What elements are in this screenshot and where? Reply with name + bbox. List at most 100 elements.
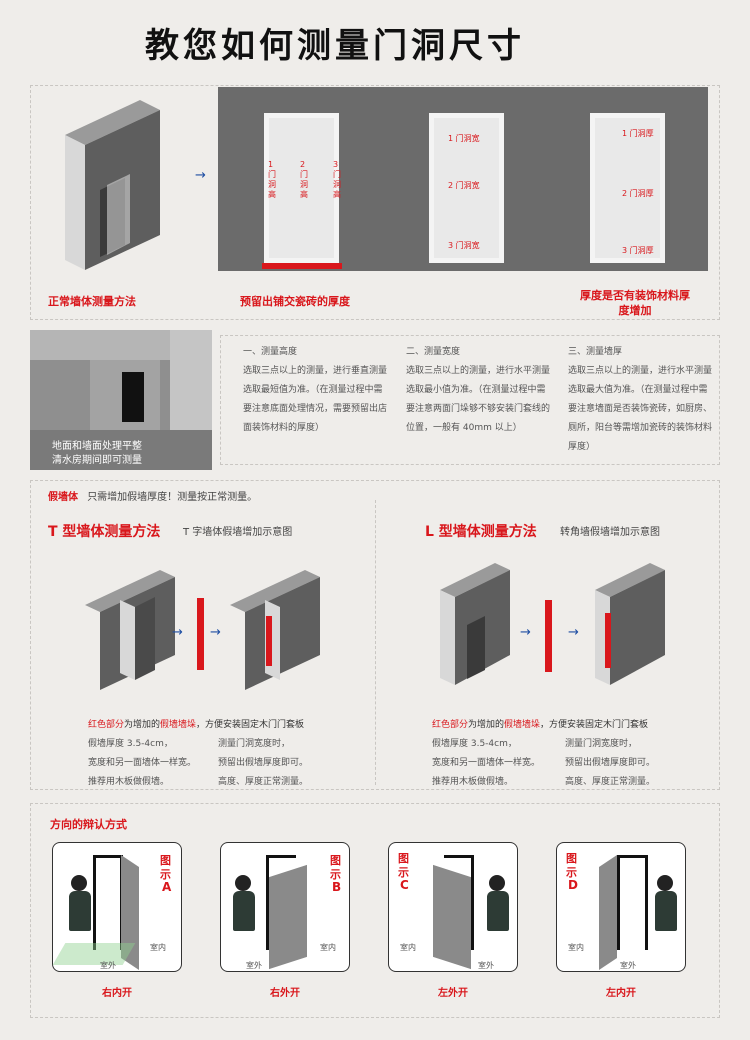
card-d-outdoor: 室外 [620,961,636,970]
t-note-red2: 假墙墙垛 [160,720,197,730]
card-b-letter: B [332,880,342,894]
arrow-icon: → [568,625,579,640]
card-a-indoor: 室内 [150,943,166,952]
card-b-outdoor: 室外 [246,961,262,970]
door-card-b [220,842,350,972]
l-wall-col1: 假墙厚度 3.5-4cm， 宽度和另一面墙体一样宽。 推荐用木板做假墙。 [432,735,540,792]
arrow-icon: → [210,625,221,640]
step-thickness-heading: 三、测量墙厚 [568,347,623,357]
width-mark-2: 2 门洞宽 [448,181,480,190]
card-c-tag1: 图 [398,852,409,865]
step-width-line: 选取最小值为准。（在测量过程中需 [406,385,546,395]
card-a-letter: A [162,880,172,894]
card-b-indoor: 室内 [320,943,336,952]
t-wall-illustration [85,570,320,690]
card-c-tag2: 示 [398,866,409,879]
panel-thickness [546,87,708,271]
width-mark-3: 3 门洞宽 [448,241,480,250]
fake-wall-note: 只需增加假墙厚度！测量按正常测量。 [87,492,258,503]
arrow-icon: → [172,625,183,640]
l-col2-line: 高度、厚度正常测量。 [565,777,656,787]
step-height-line: 面装饰材料的厚度） [243,423,325,433]
l-note-end: ，方便安装固定木门门套板 [540,720,649,730]
l-wall-col2: 测量门洞宽度时， 预留出假墙厚度即可。 高度、厚度正常测量。 [565,735,655,792]
page-title: 教您如何测量门洞尺寸 [145,26,525,66]
arrow-icon: → [520,625,531,640]
fake-wall-header: 假墙体 只需增加假墙厚度！测量按正常测量。 [48,488,257,503]
height-mark-1: 1 门洞高 [268,160,276,199]
direction-title: 方向的辩认方式 [50,818,127,831]
t-wall-note: 红色部分为增加的假墙墙垛，方便安装固定木门门套板 [88,717,304,730]
card-c-letter: C [400,878,409,892]
thick-mark-3: 3 门洞厚 [622,246,654,255]
card-c-outdoor: 室外 [478,961,494,970]
l-wall-illustration [440,563,665,685]
door-card-c [388,842,518,972]
t-wall-col2: 测量门洞宽度时， 预留出假墙厚度即可。 高度、厚度正常测量。 [218,735,308,792]
steps-box [220,335,720,465]
card-d-tag2: 示 [566,866,577,879]
l-note-red2: 假墙墙垛 [504,720,541,730]
l-col2-line: 测量门洞宽度时， [565,739,638,749]
step-thickness-line: 选取三点以上的测量，进行水平测量 [568,366,713,376]
height-mark-3: 3 门洞高 [333,160,341,199]
door-card-a [52,842,182,972]
card-a-tag2: 示 [160,868,171,881]
l-wall-subtitle: 转角墙假墙增加示意图 [560,527,660,538]
room-caption-1: 地面和墙面处理平整 [52,441,142,452]
label-normal-wall: 正常墙体测量方法 [48,295,136,308]
card-a-outdoor: 室外 [100,961,116,970]
card-d-tag1: 图 [566,852,577,865]
l-col1-line: 假墙厚度 3.5-4cm， [432,739,517,749]
card-c-indoor: 室内 [400,943,416,952]
step-width-line: 选取三点以上的测量，进行水平测量 [406,366,551,376]
width-mark-1: 1 门洞宽 [448,134,480,143]
step-width: 二、测量宽度 选取三点以上的测量，进行水平测量 选取最小值为准。（在测量过程中需… [406,343,554,438]
step-height-line: 选取最短值为准。（在测量过程中需 [243,385,383,395]
thick-mark-2: 2 门洞厚 [622,189,654,198]
card-c-caption: 左外开 [438,988,468,999]
step-height-line: 要注意底面处理情况，需要预留出店 [243,404,388,414]
t-col1-line: 推荐用木板做假墙。 [88,777,170,787]
panel-height [218,87,383,271]
room-caption-2: 清水房期间即可测量 [52,455,142,466]
card-a-caption: 右内开 [102,988,132,999]
t-note-end: ，方便安装固定木门门套板 [196,720,305,730]
step-width-heading: 二、测量宽度 [406,347,461,357]
l-note-mid: 为增加的 [468,720,505,730]
step-height: 一、测量高度 选取三点以上的测量，进行垂直测量 选取最短值为准。（在测量过程中需… [243,343,391,438]
panel-width [383,87,546,271]
step-thickness-line: 要注意墙面是否装饰瓷砖，如厨房、 [568,404,713,414]
step-width-line: 位置，一般有 40mm 以上） [406,423,522,433]
thick-mark-1: 1 门洞厚 [622,129,654,138]
l-col2-line: 预留出假墙厚度即可。 [565,758,656,768]
l-col1-line: 宽度和另一面墙体一样宽。 [432,758,541,768]
direction-section [30,803,720,1018]
step-thickness-line: 选取最大值为准。（在测量过程中需 [568,385,708,395]
t-col2-line: 高度、厚度正常测量。 [218,777,309,787]
step-thickness-line: 厚度） [568,442,596,452]
t-wall-col1: 假墙厚度 3.5-4cm， 宽度和另一面墙体一样宽。 推荐用木板做假墙。 [88,735,196,792]
t-col2-line: 测量门洞宽度时， [218,739,291,749]
height-mark-2: 2 门洞高 [300,160,308,199]
arrow-icon: → [195,168,206,183]
normal-wall-illustration [65,100,160,270]
t-col1-line: 假墙厚度 3.5-4cm， [88,739,173,749]
t-wall-subtitle: T 字墙体假墙增加示意图 [183,527,293,538]
step-thickness-line: 厕所，阳台等需增加瓷砖的装饰材料 [568,423,713,433]
card-b-tag2: 示 [330,868,341,881]
card-b-caption: 右外开 [270,988,300,999]
label-reserve-tile: 预留出铺交瓷砖的厚度 [240,295,350,308]
step-thickness: 三、测量墙厚 选取三点以上的测量，进行水平测量 选取最大值为准。（在测量过程中需… [568,343,718,457]
t-note-mid: 为增加的 [124,720,161,730]
label-thickness: 厚度是否有装饰材料厚度增加 [580,289,690,317]
fake-wall-section [30,480,720,790]
card-d-caption: 左内开 [606,988,636,999]
top-section [30,85,720,320]
l-note-red: 红色部分 [432,720,469,730]
step-height-heading: 一、测量高度 [243,347,298,357]
room-photo [30,330,212,470]
section-divider [375,500,376,785]
step-height-line: 选取三点以上的测量，进行垂直测量 [243,366,388,376]
door-card-d [556,842,686,972]
